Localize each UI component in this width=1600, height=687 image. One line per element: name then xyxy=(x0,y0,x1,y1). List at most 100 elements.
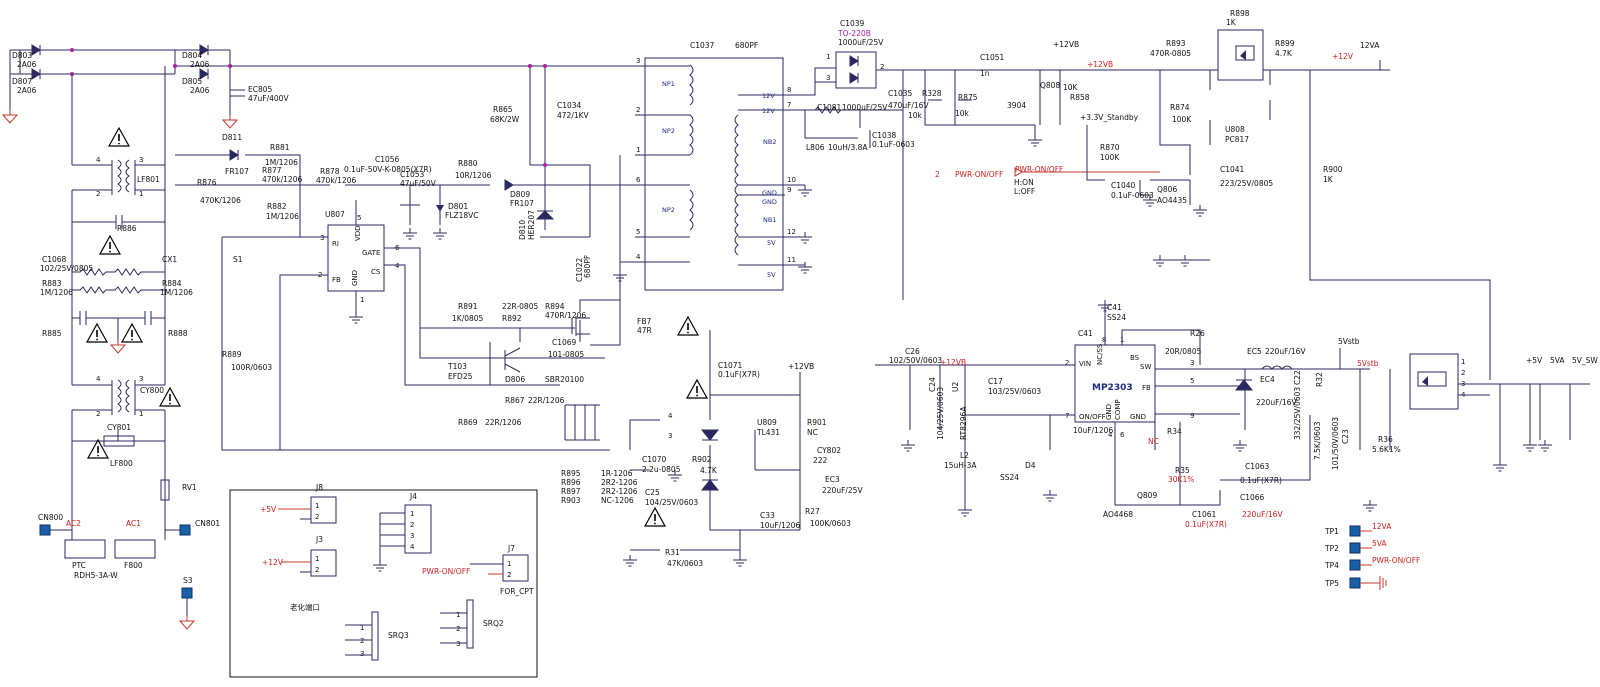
rt-r895: R895 xyxy=(561,469,581,478)
c1040-val: 470R-0805 xyxy=(1150,49,1191,58)
r883-val: 102/25V/0805 xyxy=(40,264,93,273)
r898-ref: U809 xyxy=(757,418,777,427)
r898-val: TL431 xyxy=(756,428,780,437)
tp2-label: TP2 xyxy=(1324,544,1339,553)
r35-ref: C1066 xyxy=(1240,493,1265,502)
q809-pin1: 1 xyxy=(1461,358,1465,366)
j7-name: FOR_CPT xyxy=(500,587,534,596)
r893-ref: C1071 xyxy=(718,361,743,370)
q810-val: 470R/1206 xyxy=(545,311,586,320)
tp2[interactable]: TP2 5VA xyxy=(1324,539,1387,554)
u2-pin-onoff: ON/OFF xyxy=(1079,413,1106,421)
c1038-ref: R858 xyxy=(1070,93,1090,102)
u2-num8: 8 xyxy=(1102,336,1106,344)
tp4-label: TP4 xyxy=(1324,561,1339,570)
tp4[interactable]: TP4 PWR-ON/OFF xyxy=(1324,556,1420,571)
c1081-ref: R875 xyxy=(958,93,978,102)
c1053-val: 47uF/50V xyxy=(400,179,437,188)
r881-ref: R881 xyxy=(270,143,290,152)
r900-ref: R902 xyxy=(692,455,712,464)
u807-num4: 4 xyxy=(395,262,400,270)
rt-r896-val: 2R2-1206 xyxy=(601,478,638,487)
r27-ref: C17 xyxy=(988,377,1003,386)
r891-ref: T103 xyxy=(447,362,467,371)
srq2-ref: SRQ2 xyxy=(483,619,504,628)
c23-val: AO4468 xyxy=(1103,510,1133,519)
d4-ref: EC4 xyxy=(1260,375,1275,384)
lf800-pin1: 1 xyxy=(139,410,143,418)
pwr2-net: PWR-ON/OFF xyxy=(1015,165,1063,174)
secondary-12v-section: C1039 TO-220B 1000uF/25V 1 3 2 C1081 100… xyxy=(785,9,1491,380)
q811-val: 22R-0805 xyxy=(502,302,538,311)
v5stb-net: 5Vstb xyxy=(1338,337,1360,346)
u2-val: 10uF/1206 xyxy=(1073,426,1113,435)
t103-pin1: 1 xyxy=(636,146,640,154)
t103-pin8: 8 xyxy=(787,86,791,94)
rv1-ref: CY801 xyxy=(107,423,131,432)
r875-val: 0.1uF-0603 xyxy=(1111,191,1154,200)
d806-val: 1000uF/25V xyxy=(838,38,884,47)
warning-icon xyxy=(86,323,108,343)
t103-pin5: 5 xyxy=(636,228,640,236)
j8-ref: J8 xyxy=(315,483,323,492)
cy802-ref: R31 xyxy=(665,548,680,557)
c23-ref: Q809 xyxy=(1137,491,1157,500)
d801-val: FLZ18VC xyxy=(445,211,479,220)
c1071-ref: EC3 xyxy=(825,475,840,484)
c17-val: 20R/0805 xyxy=(1165,347,1202,356)
warning-icon xyxy=(644,507,666,527)
c1051-ref: Q806 xyxy=(1157,185,1177,194)
r889-val: 1K/0805 xyxy=(452,314,484,323)
c1068-ref: R889 xyxy=(222,350,242,359)
r867-ref: C1081 xyxy=(817,103,842,112)
j7-net: PWR-ON/OFF xyxy=(422,567,470,576)
c26-val: SS24 xyxy=(1000,473,1019,482)
r865-val: 68K/2W xyxy=(490,115,520,124)
r27-val: 103/25V/0603 xyxy=(988,387,1041,396)
ac2-label: AC2 xyxy=(66,519,81,528)
rt-r896: R896 xyxy=(561,478,581,487)
q809-pin2: 2 xyxy=(1461,369,1465,377)
u808-pin3: 3 xyxy=(668,432,672,440)
c17-ref: R26 xyxy=(1190,329,1205,338)
test-points: TP1 12VA TP2 5VA TP4 PWR-ON/OFF TP5 xyxy=(1324,522,1420,590)
d805-ref: D805 xyxy=(182,77,202,86)
tp1[interactable]: TP1 12VA xyxy=(1324,522,1392,537)
u2-num9: 9 xyxy=(1190,412,1194,420)
j8-pin1: 1 xyxy=(315,502,319,510)
t103-pin7: 7 xyxy=(787,101,791,109)
f800-ref: RV1 xyxy=(182,483,197,492)
u2-pin-nc: NC/SS xyxy=(1096,343,1104,365)
d809-ref: D809 xyxy=(510,190,530,199)
r891-val: EFD25 xyxy=(448,372,473,381)
cn800-val: RDH5-3A-W xyxy=(74,571,118,580)
r875-ref: C1040 xyxy=(1111,181,1136,190)
fb7-ref: C1022 xyxy=(575,257,584,282)
transformer-section: C1037 680PF NP1 NP2 NP2 NB2 NB1 12V 12V … xyxy=(612,41,813,300)
u807-num3: 3 xyxy=(320,234,324,242)
lf801-ref: LF801 xyxy=(137,175,160,184)
cy802-val: 47K/0603 xyxy=(667,559,703,568)
fb7-val: 680PF xyxy=(583,255,592,278)
r882-ref: R882 xyxy=(267,202,287,211)
r885-val: 1M/1206 xyxy=(40,288,73,297)
c1038-val: 10K xyxy=(1063,83,1079,92)
c1022-ref: C1035 xyxy=(888,89,913,98)
c41-val: 332/25V/0603 xyxy=(1293,387,1302,440)
tp5[interactable]: TP5 xyxy=(1324,576,1387,590)
c26-ref: D4 xyxy=(1025,461,1036,470)
t103-pin10: 10 xyxy=(787,176,796,184)
p12vb2-net: +12VB xyxy=(1087,60,1113,69)
p12vb-net: +12VB xyxy=(1053,40,1079,49)
r31-val: 15uH-3A xyxy=(944,461,977,470)
c1071-val: 220uF/25V xyxy=(822,486,863,495)
u807-pin-ri: RI xyxy=(332,240,339,248)
c1040-ref: R893 xyxy=(1166,39,1186,48)
np2-label: NP2 xyxy=(662,127,675,135)
u807-num1: 1 xyxy=(360,296,364,304)
d803-ref: D803 xyxy=(12,51,32,60)
r894-ref: R867 xyxy=(505,396,525,405)
u2-num4: 4 xyxy=(1108,431,1113,439)
c1056-val: 0.1uF-50V-K-0805(X7R) xyxy=(344,165,432,174)
cn801-ref: F800 xyxy=(124,561,143,570)
